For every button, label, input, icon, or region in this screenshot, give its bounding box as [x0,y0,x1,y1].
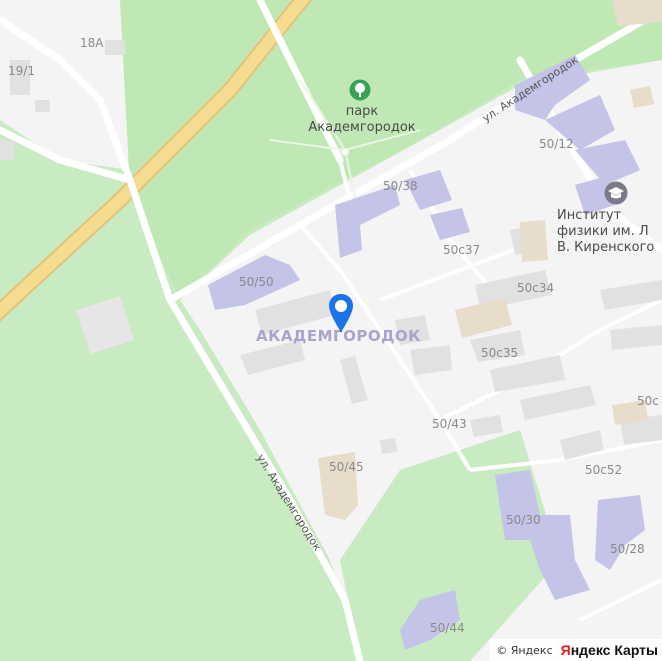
building-number-50-50: 50/50 [239,275,274,289]
district-label: АКАДЕМГОРОДОК [256,327,421,345]
logo-rest: ндекс Карты [570,642,658,658]
building-number-50-45: 50/45 [329,460,364,474]
building-number-50-28: 50/28 [610,542,645,556]
building-number-50-12: 50/12 [539,137,574,151]
location-pin-icon[interactable] [327,292,355,336]
house-number-19-1: 19/1 [8,64,35,78]
graduation-cap-icon[interactable] [604,181,628,205]
institute-name-label[interactable]: Институт физики им. Л В. Киренского [557,208,655,255]
building-number-50s52: 50с52 [585,463,623,477]
building-number-50s34: 50с34 [517,281,555,295]
tree-icon[interactable] [349,79,371,101]
building-number-50-44: 50/44 [430,621,465,635]
copyright-text[interactable]: © Яндекс [496,643,553,657]
building-number-50-38: 50/38 [383,179,418,193]
house-number-18a: 18А [80,36,104,50]
building-number-50-30: 50/30 [506,513,541,527]
building-number-50s35: 50с35 [481,346,519,360]
park-name-label[interactable]: парк Академгородок [308,104,416,135]
building-number-50s-cut: 50с [637,394,659,408]
building-number-50-43: 50/43 [432,417,467,431]
yandex-maps-logo[interactable]: Яндекс Карты [561,642,658,658]
logo-first-letter: Я [560,642,571,658]
building-number-50s37: 50с37 [443,243,481,257]
attribution-bar: © Яндекс Яндекс Карты [490,639,662,661]
